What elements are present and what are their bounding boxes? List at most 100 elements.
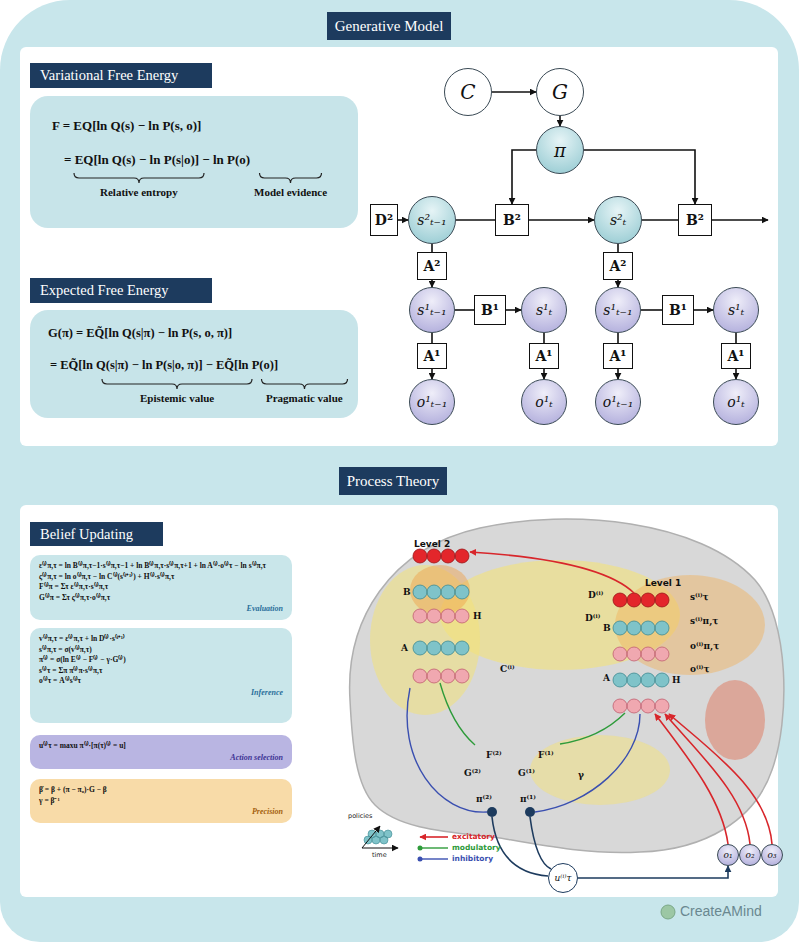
heading-text: Expected Free Energy [40, 282, 169, 299]
brain-label: C⁽ⁱ⁾ [500, 664, 515, 674]
connector [512, 150, 536, 204]
policy-units [413, 585, 469, 599]
factor-box: D² [370, 204, 398, 236]
connector [431, 280, 433, 287]
underbrace [262, 379, 348, 389]
brain-label: A [603, 673, 610, 683]
factor-box: B¹ [662, 295, 694, 325]
node-text: s¹ₜ₋₁ [417, 302, 446, 318]
variable-node: s¹ₜ [713, 287, 759, 333]
variable-node: o¹ₜ₋₁ [409, 379, 455, 425]
connector [543, 369, 545, 379]
variable-node: o¹ₜ [521, 379, 567, 425]
brain-label: time [372, 851, 387, 859]
connector [431, 244, 433, 252]
policy-units [613, 621, 669, 635]
node-text: G [552, 80, 568, 104]
variable-node: s¹ₜ₋₁ [595, 287, 641, 333]
brace-label: Relative entropy [100, 186, 178, 198]
connector [735, 333, 737, 343]
equation-text: = EQ[ln Q(s) − ln P(s|o)] − ln P(o) [64, 152, 250, 168]
underbrace [260, 173, 322, 183]
connector [529, 219, 594, 221]
equation-text: G(π) = EQ̃[ln Q(s|π) − ln P(s, o, π)] [48, 326, 232, 341]
node-text: o₁ [723, 850, 732, 860]
node-text: A² [424, 258, 441, 274]
policy-dot [525, 807, 535, 817]
connector [455, 309, 474, 311]
connector [642, 219, 678, 221]
error-units [613, 647, 669, 661]
legend-text: inhibitory [452, 854, 493, 863]
inhibitory-connection [407, 688, 487, 812]
equation-text: s⁽ⁱ⁾π,τ = σ(v⁽ⁱ⁾π,τ) [39, 645, 283, 656]
equation-text: ε⁽ⁱ⁾π,τ = ln B⁽ⁱ⁾π,τ−1·s⁽ⁱ⁾π,τ−1 + ln B⁽… [39, 561, 283, 572]
equation-text: o⁽ⁱ⁾τ = A⁽ⁱ⁾s⁽ⁱ⁾τ [39, 676, 283, 687]
variable-node: s²ₜ₋₁ [408, 196, 456, 244]
node-text: A² [610, 258, 627, 274]
policy-units [413, 641, 469, 655]
brain-label: F⁽²⁾ [486, 750, 502, 760]
equation-text: ς⁽ⁱ⁾π,τ = ln o⁽ⁱ⁾π,τ − ln C⁽ⁱ⁾(s⁽ⁱ⁺¹⁾) +… [39, 572, 283, 583]
node-text: B¹ [669, 302, 687, 318]
connector [431, 369, 433, 379]
factor-box: B² [678, 204, 712, 236]
brace-label: Model evidence [254, 186, 327, 198]
node-text: A¹ [728, 348, 745, 364]
activation-patch [410, 565, 470, 615]
panel-label: Inference [39, 687, 283, 698]
node-text: B² [686, 212, 704, 228]
brain-label: s⁽ⁱ⁾τ [690, 592, 709, 602]
factor-box: A¹ [417, 343, 447, 369]
brain-label: D⁽ⁱ⁾ [588, 590, 603, 600]
update-panel: ε⁽ⁱ⁾π,τ = ln B⁽ⁱ⁾π,τ−1·s⁽ⁱ⁾π,τ−1 + ln B⁽… [30, 555, 292, 620]
equation-text: β̇ = β + (π − π₀)·G − β [39, 785, 283, 796]
node-text: o₃ [767, 850, 776, 860]
connector [543, 333, 545, 343]
legend-text: modulatory [452, 843, 501, 852]
update-panel: β̇ = β + (π − π₀)·G − βγ = β⁻¹Precision [30, 779, 292, 823]
section-heading: Variational Free Energy [30, 63, 212, 88]
equation-text: F = EQ[ln Q(s) − ln P(s, o)] [52, 118, 201, 134]
node-text: s¹ₜ [728, 302, 744, 318]
brain-label: B [403, 587, 411, 597]
connector [398, 219, 408, 221]
variable-node: o₂ [739, 844, 761, 866]
state-units [413, 549, 469, 563]
legend-sample [420, 858, 448, 859]
excitatory-connection [470, 552, 634, 593]
node-text: u⁽ⁱ⁾τ [554, 873, 571, 883]
node-text: o₂ [745, 850, 754, 860]
heading-text: Process Theory [347, 473, 440, 490]
node-text: D² [375, 212, 393, 228]
excitatory-connection [665, 714, 750, 844]
underbrace [102, 379, 252, 389]
connector [617, 280, 619, 287]
node-text: π [554, 140, 566, 161]
node-text: o¹ₜ [535, 394, 553, 410]
action-wire [530, 817, 551, 869]
equation-text: G⁽ⁱ⁾π = Στ ς⁽ⁱ⁾π,τ·o⁽ⁱ⁾π,τ [39, 593, 283, 604]
node-text: B² [503, 212, 521, 228]
excitatory-connection [669, 714, 772, 844]
modulatory-connection [560, 713, 625, 744]
factor-box: A² [417, 252, 447, 280]
factor-box: A² [603, 252, 633, 280]
brain-label: H [672, 675, 681, 685]
brain-label: s⁽ⁱ⁾π,τ [690, 616, 718, 626]
modulatory-connection [440, 683, 475, 745]
node-text: A¹ [610, 348, 627, 364]
update-panel: u⁽ⁱ⁾τ = maxu π⁽ⁱ⁾·[π(τ)⁽ⁱ⁾ = u]Action se… [30, 735, 292, 769]
legend-sample [420, 836, 448, 838]
factor-box: A¹ [529, 343, 559, 369]
policy-units [613, 673, 669, 687]
variable-node: s¹ₜ₋₁ [409, 287, 455, 333]
connector [584, 150, 695, 204]
equation-text: u⁽ⁱ⁾τ = maxu π⁽ⁱ⁾·[π(τ)⁽ⁱ⁾ = u] [39, 741, 283, 752]
node-text: A¹ [424, 348, 441, 364]
brain-label: F⁽¹⁾ [538, 750, 554, 760]
brace-label: Pragmatic value [266, 392, 343, 404]
variable-node: C [444, 68, 492, 116]
update-panel: v⁽ⁱ⁾π,τ = ε⁽ⁱ⁾π,τ + ln D⁽ⁱ⁾·s⁽ⁱ⁺¹⁾s⁽ⁱ⁾π,… [30, 628, 292, 723]
